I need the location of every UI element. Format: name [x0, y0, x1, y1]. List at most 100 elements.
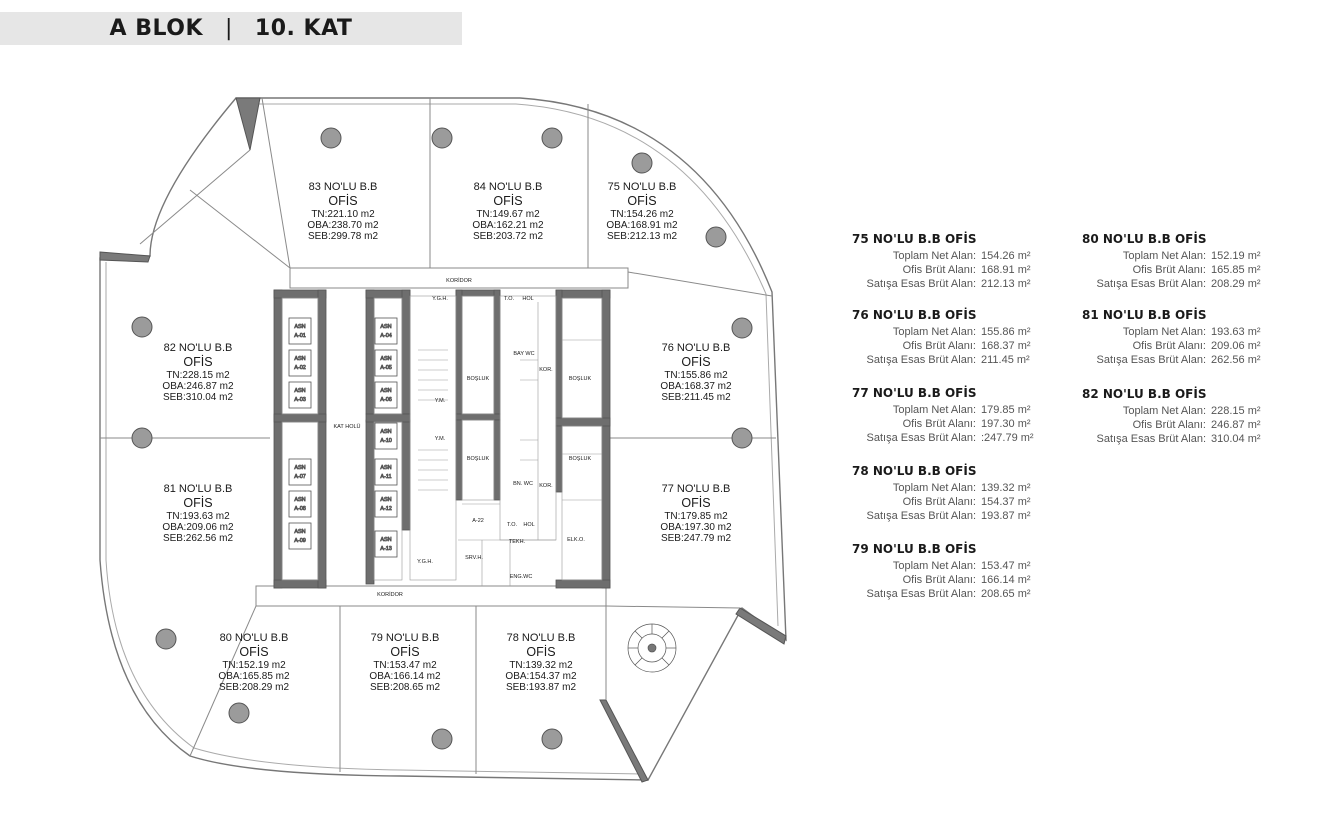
- unit-oba: OBA:197.30 m2: [660, 522, 732, 533]
- unit-seb: SEB:208.65 m2: [370, 682, 440, 693]
- unit-tn: TN:149.67 m2: [476, 209, 540, 220]
- elevator-code: A-01: [294, 333, 306, 339]
- legend-value: 212.13 m²: [981, 278, 1031, 290]
- legend-row: Toplam Net Alan:228.15 m²: [1082, 404, 1302, 418]
- spiral-stair: [627, 623, 677, 673]
- unit-seb: SEB:310.04 m2: [163, 392, 233, 403]
- legend-row: Ofis Brüt Alanı:209.06 m²: [1082, 339, 1302, 353]
- unit-seb: SEB:211.45 m2: [661, 392, 731, 403]
- legend-label: Ofis Brüt Alanı:: [902, 496, 976, 508]
- bn-wc-label: BN. WC: [513, 481, 533, 487]
- legend-label: Satışa Esas Brüt Alan:: [866, 588, 976, 600]
- page-title: A BLOK | 10. KAT: [0, 12, 462, 45]
- elevator-code: A-03: [294, 397, 306, 403]
- legend-row: Ofis Brüt Alanı: 197.30 m²: [852, 417, 1072, 431]
- unit-title: 83 NO'LU B.B: [309, 181, 378, 193]
- hol-label-1: HOL: [522, 296, 533, 302]
- legend-value: 168.37 m²: [981, 340, 1031, 352]
- legend-row: Toplam Net Alan:155.86 m²: [852, 325, 1072, 339]
- ygh-label-1: Y.G.H.: [432, 296, 448, 302]
- legend-label: Satışa Esas Brüt Alan:: [866, 278, 976, 290]
- to-label-2: T.O.: [507, 522, 518, 528]
- legend-label: Ofis Brüt Alanı:: [902, 418, 976, 430]
- legend-block: 76 NO'LU B.B OFİS Toplam Net Alan:155.86 …: [852, 308, 1072, 367]
- column: [131, 316, 153, 338]
- unit-title: 80 NO'LU B.B: [220, 632, 289, 644]
- legend-label: Satışa Esas Brüt Alan:: [1096, 354, 1206, 366]
- unit-oba: OBA:154.37 m2: [505, 671, 577, 682]
- legend-row: Satışa Esas Brüt Alan::247.79 m²: [852, 431, 1072, 445]
- column: [320, 127, 342, 149]
- unit-oba: OBA:162.21 m2: [472, 220, 544, 231]
- window-wedge-nw: [235, 97, 261, 151]
- elevator-a-02: ASN A-02: [288, 349, 312, 377]
- bay-wc-label: BAY WC: [513, 351, 534, 357]
- tekh-label: TEKH.: [509, 539, 526, 545]
- ym-label-2: Y.M.: [435, 436, 446, 442]
- header-bar: [0, 12, 462, 45]
- elevator-type: ASN: [294, 356, 305, 362]
- column: [228, 702, 250, 724]
- column: [131, 427, 153, 449]
- elevator-code: A-09: [294, 538, 306, 544]
- unit-oba: OBA:165.85 m2: [218, 671, 290, 682]
- unit-name: OFİS: [526, 645, 555, 659]
- unit-seb: SEB:208.29 m2: [219, 682, 289, 693]
- unit-tn: TN:154.26 m2: [610, 209, 674, 220]
- legend-row: Ofis Brüt Alanı:166.14 m²: [852, 573, 1072, 587]
- unit-seb: SEB:212.13 m2: [607, 231, 677, 242]
- elevator-type: ASN: [294, 497, 305, 503]
- column: [431, 728, 453, 750]
- legend-value: 166.14 m²: [981, 574, 1031, 586]
- legend-value: 197.30 m²: [981, 418, 1031, 430]
- legend-title: 82 NO'LU B.B OFİS: [1082, 387, 1207, 401]
- legend-title: 80 NO'LU B.B OFİS: [1082, 232, 1207, 246]
- ym-label-1: Y.M.: [435, 398, 446, 404]
- legend-label: Ofis Brüt Alanı:: [1132, 340, 1206, 352]
- legend-title: 76 NO'LU B.B OFİS: [852, 308, 977, 322]
- legend-value: 228.15 m²: [1211, 405, 1261, 417]
- unit-name: OFİS: [328, 194, 357, 208]
- bosluk-label-3: BOŞLUK: [467, 456, 490, 462]
- legend-label: Ofis Brüt Alanı:: [1132, 419, 1206, 431]
- asn-a22-label: A-22: [472, 518, 484, 524]
- kor-label-2: KOR.: [539, 483, 553, 489]
- elevator-group: ASNA-01ASNA-02ASNA-03ASNA-04ASNA-05ASNA-…: [288, 317, 398, 558]
- legend-row: Ofis Brüt Alanı:246.87 m²: [1082, 418, 1302, 432]
- window-wedge-s: [599, 699, 649, 783]
- column: [541, 127, 563, 149]
- legend-title: 81 NO'LU B.B OFİS: [1082, 308, 1207, 322]
- column: [155, 628, 177, 650]
- legend-value: 208.29 m²: [1211, 278, 1261, 290]
- unit-oba: OBA:168.91 m2: [606, 220, 678, 231]
- legend-value: 193.87 m²: [981, 510, 1031, 522]
- elevator-type: ASN: [380, 429, 391, 435]
- column: [631, 152, 653, 174]
- ygh-label-2: Y.G.H.: [417, 559, 433, 565]
- legend-label: Toplam Net Alan:: [892, 482, 976, 494]
- legend-value: 155.86 m²: [981, 326, 1031, 338]
- window-wedge-se: [735, 607, 787, 645]
- block-name: A BLOK: [109, 16, 203, 41]
- elk-label: ELK.O.: [567, 537, 585, 543]
- legend-value: 139.32 m²: [981, 482, 1031, 494]
- unit-name: OFİS: [493, 194, 522, 208]
- title-separator: |: [225, 16, 233, 41]
- elevator-code: A-13: [380, 546, 392, 552]
- legend-row: Toplam Net Alan: 139.32 m²: [852, 481, 1072, 495]
- top-corridor: [289, 267, 629, 289]
- legend-row: Ofis Brüt Alanı:168.91 m²: [852, 263, 1072, 277]
- legend-label: Satışa Esas Brüt Alan:: [866, 510, 976, 522]
- elevator-code: A-02: [294, 365, 306, 371]
